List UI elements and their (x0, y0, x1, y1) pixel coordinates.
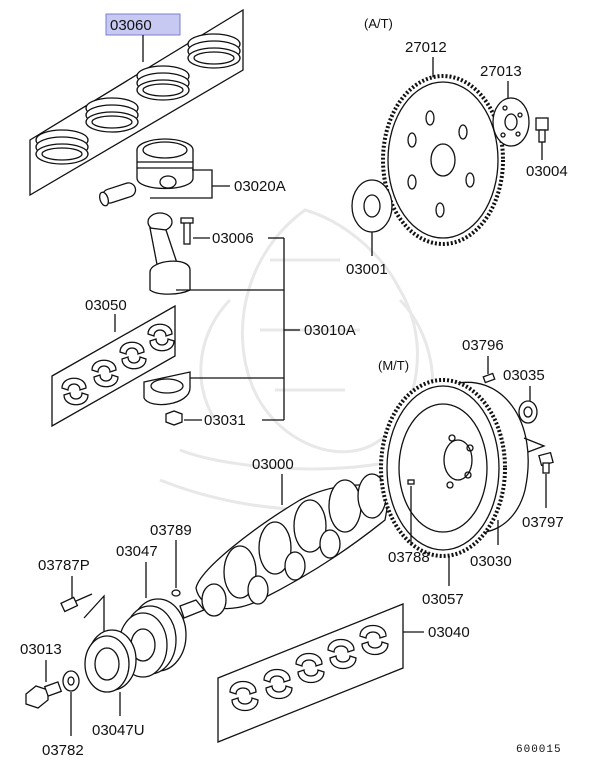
crank-adapter[interactable] (351, 179, 393, 233)
label-drive-plate-bolt[interactable]: 03004 (526, 163, 568, 180)
drive-plate-bolt[interactable] (535, 117, 549, 143)
label-crankshaft[interactable]: 03000 (252, 456, 294, 473)
label-flywheel-pin[interactable]: 03788 (388, 549, 430, 566)
piston-pin[interactable] (98, 181, 137, 207)
label-crank-bolt[interactable]: 03013 (20, 641, 62, 658)
label-rod-bearing-set[interactable]: 03050 (85, 297, 127, 314)
label-ring-gear[interactable]: 03057 (422, 591, 464, 608)
rod-bearings[interactable] (61, 323, 175, 406)
crank-bolt[interactable] (25, 681, 63, 709)
label-adapter-plate[interactable]: 27013 (480, 63, 522, 80)
label-piston[interactable]: 03020A (234, 178, 286, 195)
diagram-code: 600015 (516, 744, 562, 756)
washer[interactable] (62, 670, 80, 692)
damper-pulley[interactable] (84, 629, 137, 693)
label-piston-ring-set[interactable]: 03060 (110, 17, 152, 34)
label-main-bearing-set[interactable]: 03040 (428, 624, 470, 641)
label-rod-bolt[interactable]: 03006 (212, 230, 254, 247)
label-washer[interactable]: 03782 (42, 742, 84, 759)
label-connecting-rod-assy[interactable]: 03010A (304, 322, 356, 339)
label-damper-pulley[interactable]: 03047U (92, 722, 145, 739)
connecting-rod[interactable] (147, 212, 191, 295)
dowel-pin-mt[interactable] (482, 372, 496, 384)
sensing-plate-pin[interactable] (171, 589, 181, 597)
flywheel-bolt[interactable] (538, 451, 554, 474)
flywheel[interactable] (379, 378, 529, 558)
label-pulley-bolt[interactable]: 03787P (38, 557, 90, 574)
main-bearings[interactable] (229, 624, 389, 712)
section-label-automatic: (A/T) (364, 16, 393, 31)
rod-cap[interactable] (143, 371, 191, 406)
label-flywheel-bolt[interactable]: 03797 (522, 514, 564, 531)
rod-nut[interactable] (165, 410, 183, 426)
label-pilot-bearing[interactable]: 03035 (503, 367, 545, 384)
label-crank-pulley[interactable]: 03047 (116, 543, 158, 560)
label-crank-adapter[interactable]: 03001 (346, 261, 388, 278)
watermark-emblem (159, 208, 471, 512)
label-dowel-pin-mt[interactable]: 03796 (462, 337, 504, 354)
label-rod-nut[interactable]: 03031 (204, 412, 246, 429)
flywheel-pin[interactable] (407, 479, 415, 485)
label-drive-plate[interactable]: 27012 (405, 39, 447, 56)
adapter-plate[interactable] (492, 97, 530, 147)
label-flywheel-assy[interactable]: 03030 (470, 553, 512, 570)
piston[interactable] (136, 138, 194, 190)
section-label-manual: (M/T) (378, 358, 409, 373)
drive-plate[interactable] (381, 74, 505, 246)
label-sensing-plate-pin[interactable]: 03789 (150, 522, 192, 539)
crankshaft[interactable] (179, 473, 391, 619)
pulley-bolt[interactable] (60, 593, 93, 613)
pilot-bearing[interactable] (518, 400, 538, 424)
rod-bolt[interactable] (180, 217, 194, 245)
piston-rings[interactable] (35, 33, 241, 165)
